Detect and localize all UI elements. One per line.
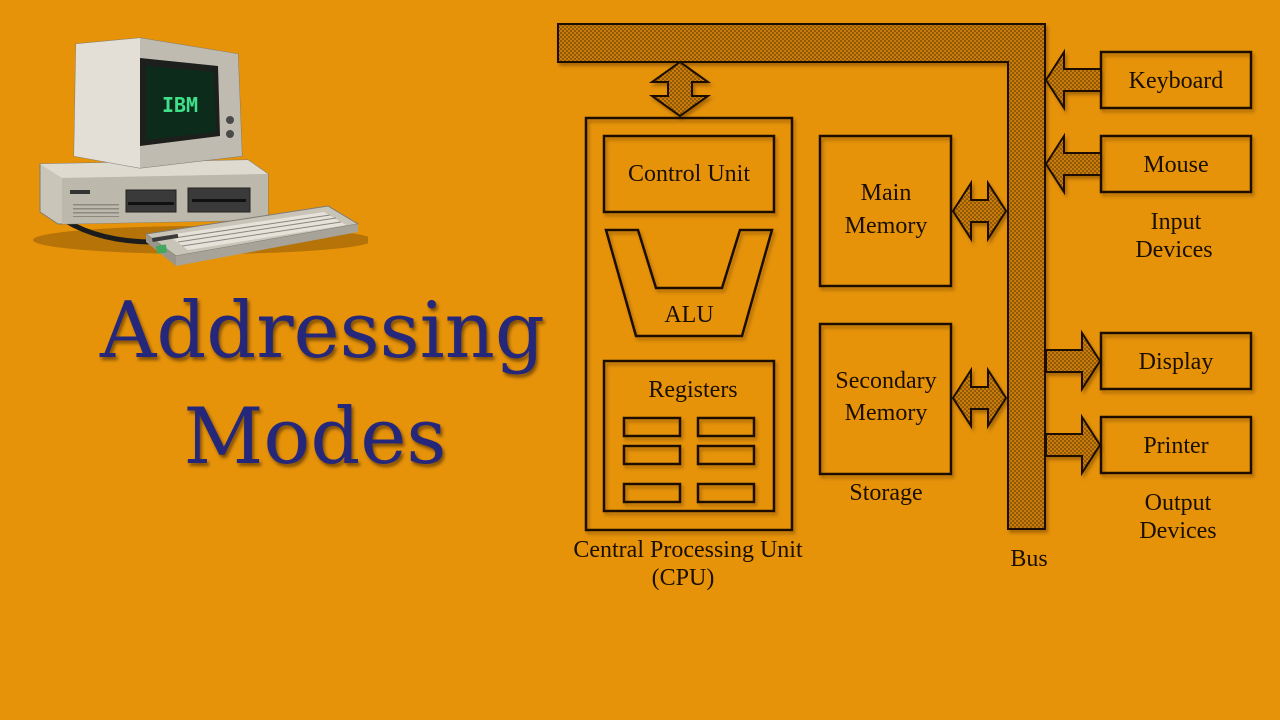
main-memory-box <box>818 134 953 288</box>
main-memory-bus-arrow <box>951 179 1008 243</box>
output-devices-caption-line-2: Devices <box>1139 518 1216 544</box>
secondary-memory-bus-arrow <box>951 366 1008 430</box>
display-label: Display <box>1139 349 1214 375</box>
slide-title-line-2: Modes <box>183 392 447 482</box>
control-unit-box <box>602 134 776 214</box>
cpu-box <box>584 116 794 532</box>
output-devices-caption-line-1: Output <box>1145 490 1212 516</box>
storage-label: Storage <box>849 480 922 506</box>
mouse-label: Mouse <box>1143 152 1208 178</box>
secondary-memory-label-line-1: Secondary <box>835 368 936 394</box>
monitor-ibm-text: IBM <box>162 93 198 117</box>
register-cells <box>622 416 756 504</box>
input-devices-caption-line-1: Input <box>1151 209 1202 235</box>
main-memory-label-line-1: Main <box>861 180 912 206</box>
main-memory-label-line-2: Memory <box>845 213 928 239</box>
cpu-caption-line-2: (CPU) <box>652 565 715 591</box>
printer-output-arrow <box>1045 413 1102 477</box>
display-output-arrow <box>1045 329 1102 393</box>
registers-label: Registers <box>648 377 737 403</box>
control-unit-label: Control Unit <box>628 161 750 187</box>
slide-title-line-1: Addressing <box>100 286 545 376</box>
mouse-input-arrow <box>1044 132 1102 196</box>
registers-box <box>602 359 776 513</box>
printer-label: Printer <box>1143 433 1208 459</box>
alu-label: ALU <box>664 302 713 328</box>
secondary-memory-label-line-2: Memory <box>845 400 928 426</box>
cpu-caption-line-1: Central Processing Unit <box>573 537 803 563</box>
keyboard-input-arrow <box>1044 48 1102 112</box>
input-devices-caption-line-2: Devices <box>1135 237 1212 263</box>
keyboard-label: Keyboard <box>1129 68 1224 94</box>
secondary-memory-box <box>818 322 953 476</box>
ibm-pc-illustration: IBM <box>33 37 368 266</box>
bus-label: Bus <box>1010 546 1047 572</box>
bus <box>557 23 1046 530</box>
cpu-bus-arrow <box>648 60 712 118</box>
alu-shape <box>604 228 774 338</box>
